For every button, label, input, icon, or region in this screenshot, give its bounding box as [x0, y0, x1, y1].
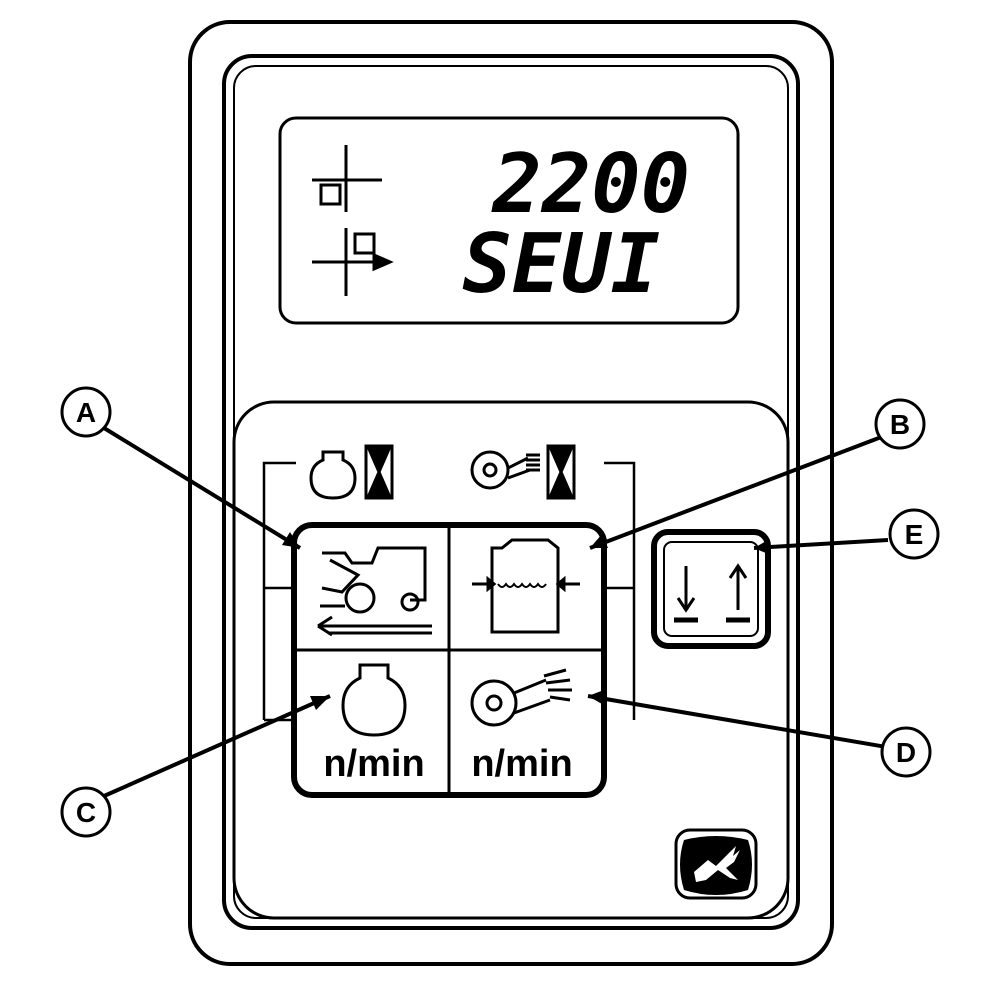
deer-logo-icon	[674, 828, 758, 900]
outer-housing	[188, 20, 834, 966]
display-line1-value: 2200	[491, 137, 690, 232]
engine-icon	[341, 663, 407, 737]
lcd-display: 2200 SEUI	[278, 116, 740, 325]
grain-tank-key[interactable]	[451, 528, 601, 648]
fan-speed-unit: n/min	[471, 743, 572, 785]
inner-bezel	[222, 54, 800, 930]
keypad-panel	[232, 400, 790, 920]
crosshair-square-arrow-icon	[312, 228, 394, 296]
grain-tank-icon	[472, 538, 580, 634]
callout-A-label: A	[76, 397, 96, 428]
callout-D-label: D	[896, 737, 916, 768]
callout-B: B	[874, 398, 926, 450]
up-down-key[interactable]	[651, 529, 771, 649]
fan-icon	[470, 668, 572, 727]
callout-C-label: C	[76, 797, 96, 828]
engine-speed-key[interactable]: n/min	[297, 653, 447, 792]
engine-hourglass-icon	[309, 444, 394, 500]
up-down-arrows-icon	[674, 563, 750, 623]
callout-arrowheads	[282, 532, 768, 710]
fan-speed-key[interactable]: n/min	[451, 653, 601, 792]
callout-B-label: B	[890, 409, 910, 440]
callout-E: E	[888, 508, 940, 560]
callout-C: C	[60, 786, 112, 838]
crosshair-square-icon	[312, 145, 382, 212]
fan-hourglass-icon	[470, 444, 576, 500]
keypad-brackets	[262, 461, 636, 722]
engine-speed-unit: n/min	[323, 743, 424, 785]
callout-leaders	[102, 426, 893, 798]
display-line2-value: SEUI	[463, 217, 660, 312]
callout-A: A	[60, 386, 112, 438]
ground-speed-key[interactable]	[297, 528, 447, 648]
combine-travel-icon	[317, 546, 432, 637]
callout-E-label: E	[905, 519, 924, 550]
callout-D: D	[880, 726, 932, 778]
